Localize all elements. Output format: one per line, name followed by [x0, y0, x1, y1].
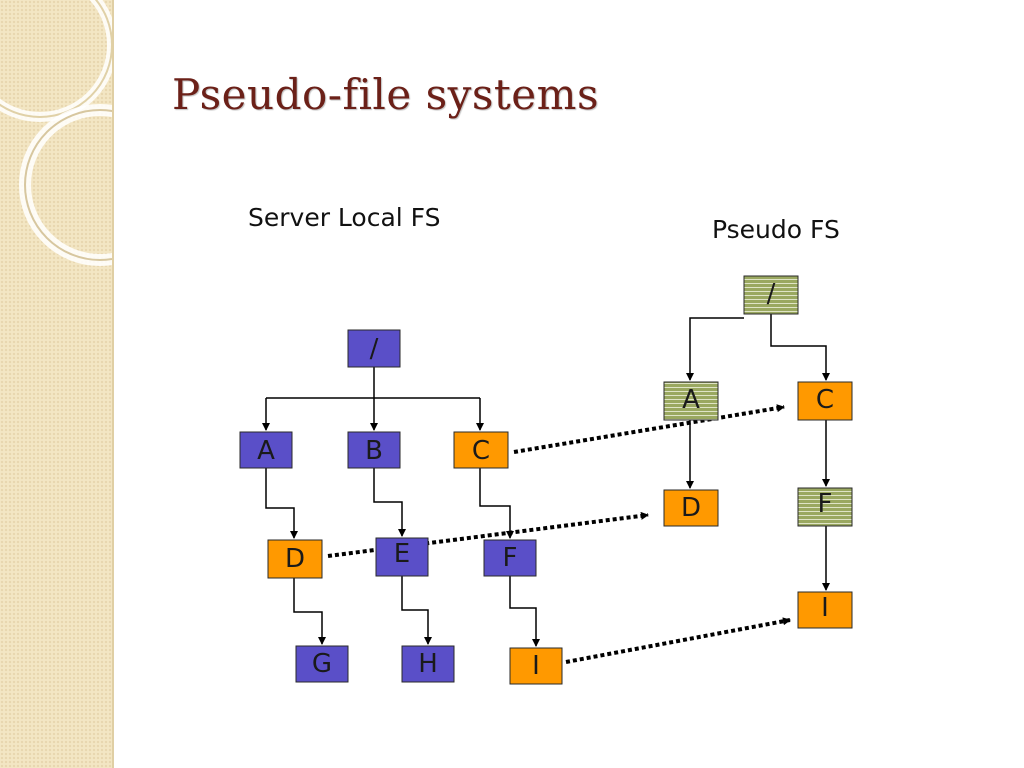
server-node-h-label: H	[418, 649, 438, 679]
server-node-f: F	[483, 539, 537, 577]
server-node-e: E	[375, 537, 429, 577]
server-node-f-label: F	[503, 543, 518, 573]
pseudo-node-c: C	[797, 381, 853, 421]
server-node-d-label: D	[285, 544, 305, 574]
pseudo-node-a-label: A	[682, 385, 700, 415]
server-node-i: I	[509, 647, 563, 685]
export-mapping-arrows	[327, 404, 791, 664]
server-node-c: C	[453, 431, 509, 469]
pseudo-node-d-label: D	[681, 493, 701, 523]
mapping-arrow-d	[327, 511, 649, 558]
pseudo-node-i: I	[797, 591, 853, 629]
decorative-sidebar	[0, 0, 114, 768]
sidebar-circles-decoration	[0, 0, 112, 266]
server-node-g: G	[295, 645, 349, 683]
slide-title: Pseudo-file systems	[172, 70, 600, 119]
server-tree-connectors	[262, 367, 540, 647]
pseudo-node-i-label: I	[821, 593, 829, 623]
server-node-a: A	[239, 431, 293, 469]
pseudo-node-f: F	[797, 487, 853, 527]
pseudo-node-f-label: F	[818, 489, 833, 519]
pseudo-root-label: /	[767, 279, 776, 309]
server-node-d: D	[267, 539, 323, 579]
pseudo-node-a: A	[663, 381, 719, 421]
pseudo-fs-label: Pseudo FS	[712, 215, 840, 244]
server-root-label: /	[370, 334, 379, 364]
pseudo-node-d: D	[663, 489, 719, 527]
server-node-c-label: C	[472, 436, 490, 466]
server-node-g-label: G	[312, 649, 332, 679]
server-node-b-label: B	[365, 436, 383, 466]
server-node-i-label: I	[532, 651, 540, 681]
mapping-arrow-c	[513, 404, 785, 454]
server-local-fs-label: Server Local FS	[248, 203, 441, 232]
server-node-h: H	[401, 645, 455, 683]
mapping-arrow-i	[565, 617, 791, 664]
pseudo-tree-connectors	[686, 314, 830, 591]
server-node-b: B	[347, 431, 401, 469]
server-node-e-label: E	[394, 539, 410, 569]
pseudo-node-c-label: C	[816, 385, 834, 415]
pseudo-root-node: /	[743, 275, 799, 315]
server-root-node: /	[347, 329, 401, 368]
server-node-a-label: A	[257, 436, 275, 466]
